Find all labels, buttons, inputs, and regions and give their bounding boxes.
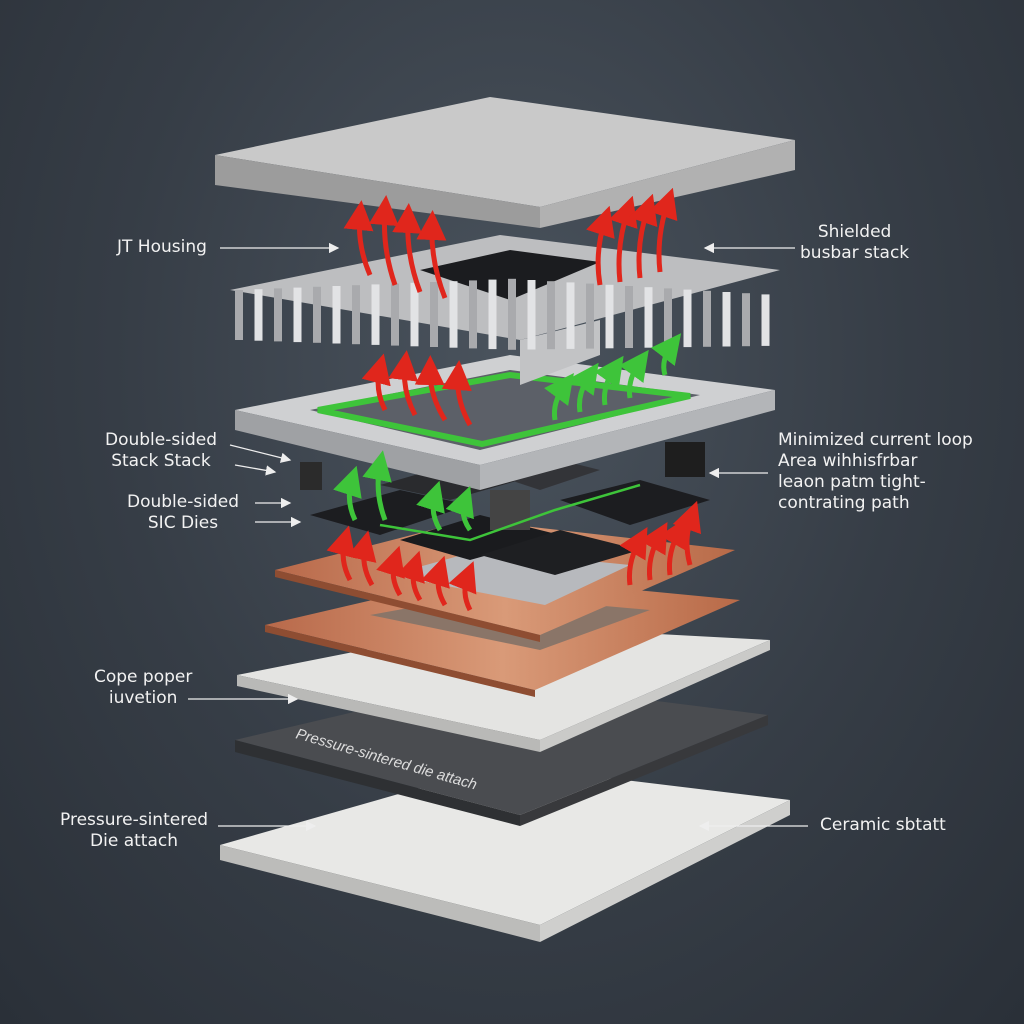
heat-flow-arrow	[448, 561, 477, 612]
heatsink-fin	[449, 281, 458, 348]
ceramic-substrate	[220, 765, 790, 942]
label-line: Die attach	[90, 831, 179, 851]
heatsink-fin	[664, 288, 672, 348]
label-line: leaon patm tight-	[778, 472, 926, 492]
heat-flow-arrow	[586, 205, 615, 286]
current-flow-arrow	[619, 349, 649, 399]
heat-flow-arrow	[648, 187, 678, 273]
label-double-sided-stack: Double-sided Stack Stack	[105, 430, 217, 472]
heatsink-fin	[371, 284, 380, 345]
heatsink-fin	[527, 280, 536, 350]
heatsink-fin	[625, 286, 633, 348]
current-flow-arrow	[569, 362, 599, 413]
heat-flow-arrow	[609, 195, 638, 283]
label-line: SIC Dies	[147, 513, 219, 533]
current-flow-arrow	[333, 465, 362, 522]
jt-housing-lid	[215, 97, 795, 228]
current-flow-arrow	[416, 480, 445, 532]
heatsink-fin	[683, 289, 692, 348]
heatsink-fin	[352, 285, 360, 345]
heatsink-fin	[254, 289, 263, 341]
heat-flow-arrow	[441, 360, 473, 427]
heat-flow-arrow	[414, 355, 448, 422]
leader-lines	[188, 242, 808, 832]
label-line: Stack Stack	[111, 451, 211, 471]
heatsink-fin	[430, 282, 438, 347]
label-line: Shielded	[817, 222, 892, 242]
heatsink-fins	[230, 235, 780, 385]
heat-flow-arrow	[361, 353, 391, 412]
heatsink-fin	[391, 283, 399, 346]
current-flow-arrow	[594, 355, 624, 406]
heatsink-fin	[547, 281, 555, 350]
heatsink-fin	[332, 286, 341, 344]
current-flow-arrow	[650, 333, 682, 376]
heat-flow-arrow	[376, 545, 405, 597]
label-line: busbar stack	[800, 243, 910, 263]
label-line: Double-sided	[127, 492, 239, 512]
heat-flow-arrow	[639, 522, 668, 581]
current-flow-arrow	[544, 372, 574, 421]
heatsink-fin	[586, 283, 594, 349]
label-line: Cope poper	[94, 667, 193, 687]
flow-arrows	[326, 187, 702, 612]
heat-flow-arrow	[368, 195, 399, 286]
heat-flow-arrow	[416, 210, 448, 299]
heatsink-fin	[761, 294, 770, 346]
heatsink-fin	[293, 287, 302, 343]
heatsink-fin	[605, 284, 614, 349]
label-jt-housing: JT Housing	[117, 237, 207, 257]
label-line: Pressure-sintered	[60, 810, 209, 830]
heat-flow-arrow	[347, 530, 377, 587]
heatsink-fin	[742, 293, 750, 347]
heat-flow-arrow	[421, 555, 450, 607]
heat-flow-arrow	[396, 550, 425, 602]
heatsink-fin	[469, 280, 477, 349]
heatsink-fin	[703, 290, 711, 347]
heatsink-fin	[566, 282, 575, 349]
heatsink-fin	[722, 292, 731, 347]
heatsink-fin	[313, 286, 321, 343]
heat-flow-arrow	[628, 193, 658, 279]
heat-flow-arrow	[343, 200, 374, 276]
heat-flow-arrow	[672, 500, 702, 566]
heatsink-fin	[274, 288, 282, 342]
label-line: iuvetion	[108, 688, 178, 708]
heat-flow-arrow	[388, 350, 419, 417]
label-current-loop: Minimized current loop Area wihhisfrbar …	[778, 430, 973, 514]
heat-flow-arrow	[326, 525, 356, 582]
heatsink-fin	[644, 287, 653, 348]
heatsink-fin	[508, 278, 516, 350]
current-flow-arrow	[445, 485, 474, 532]
label-double-sided-dies: Double-sided SIC Dies	[127, 492, 239, 534]
label-ceramic: Ceramic sbtatt	[820, 815, 946, 835]
label-line: Double-sided	[105, 430, 217, 450]
heat-flow-arrow	[392, 203, 423, 293]
label-line: Minimized current loop	[778, 430, 973, 450]
heatsink-fin	[488, 279, 497, 350]
heatsink-fin	[235, 290, 243, 340]
heatsink-fin	[410, 282, 419, 347]
label-line: Area wihhisfrbar	[778, 451, 918, 471]
heat-flow-arrow	[619, 527, 648, 586]
label-shielded-busbar: Shielded busbar stack	[800, 222, 909, 264]
label-copper: Cope poper iuvetion	[94, 667, 192, 709]
label-pressure-sintered: Pressure-sintered Die attach	[60, 810, 208, 852]
label-line: contrating path	[778, 493, 910, 513]
current-flow-arrow	[362, 450, 392, 521]
